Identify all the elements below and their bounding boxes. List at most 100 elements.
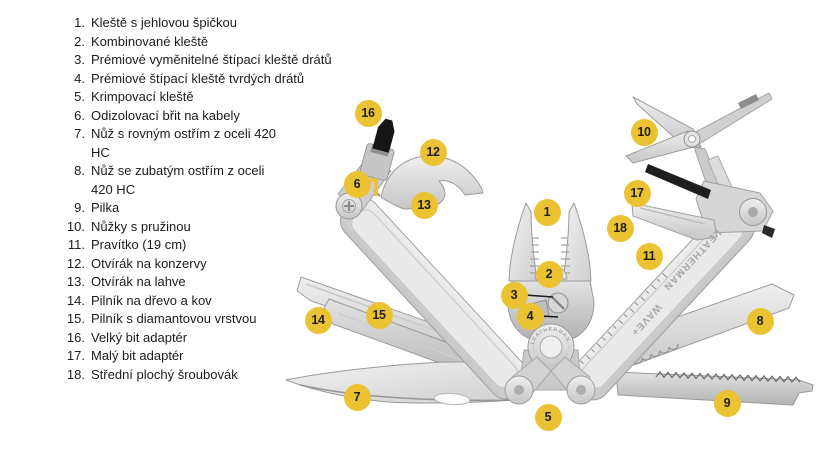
legend-item-12: 12. Otvírák na konzervy: [58, 255, 343, 274]
legend-item-14: 14. Pilník na dřevo a kov: [58, 292, 343, 311]
legend-number: 6.: [74, 107, 85, 123]
knurl-ring: [533, 329, 569, 365]
legend-label: Kleště s jehlovou špičkou: [91, 15, 237, 30]
badge-13: 13: [410, 191, 438, 219]
jaw-serrations: [530, 237, 570, 274]
legend-label: Pravítko (19 cm): [91, 237, 187, 252]
large-bit-adapter: [359, 118, 395, 181]
leader-line-4: [540, 315, 559, 318]
legend-item-9: 9. Pilka: [58, 199, 343, 218]
legend-number: 16.: [66, 329, 85, 345]
legend-label: Nůž s rovným ostřím z oceli 420: [91, 126, 276, 141]
legend-number: 14.: [66, 292, 85, 308]
legend-label: Krimpovací kleště: [91, 89, 194, 104]
small-bit-adapter: [645, 164, 711, 199]
legend-label: Malý bit adaptér: [91, 348, 184, 363]
knife-nail-slot: [433, 392, 471, 406]
badge-12: 12: [419, 138, 447, 166]
legend-item-4: 4. Prémiové štípací kleště tvrdých drátů: [58, 70, 343, 89]
legend-number: 7.: [74, 126, 85, 141]
legend-number: 9.: [74, 200, 85, 215]
badge-17: 17: [623, 179, 651, 207]
legend-item-3: 3. Prémiové vyměnitelné štípací kleště dr…: [58, 51, 343, 70]
badge-1: 1: [533, 198, 561, 226]
saw: [615, 371, 814, 406]
badge-4: 4: [516, 302, 544, 330]
plier-jaw-right: [562, 202, 592, 282]
legend-number: 3.: [74, 52, 85, 67]
legend-item-16: 16. Velký bit adaptér: [58, 329, 343, 348]
legend-label: Pilka: [91, 200, 120, 215]
legend-label: Pilník na dřevo a kov: [91, 292, 212, 308]
badge-8: 8: [746, 307, 774, 335]
legend-label: Otvírák na lahve: [91, 274, 186, 289]
legend-label: Pilník s diamantovou vrstvou: [91, 311, 257, 326]
scissors-pivot-hub: [688, 135, 696, 143]
legend-label: Střední plochý šroubovák: [91, 366, 238, 382]
phillips-screw: [344, 201, 354, 211]
legend-item-17: 17. Malý bit adaptér: [58, 347, 343, 366]
legend-item-13: 13. Otvírák na lahve: [58, 273, 343, 292]
right-pivot-screw: [576, 385, 586, 395]
legend-item-1: 1. Kleště s jehlovou špičkou: [58, 14, 343, 33]
leader-line-6: [368, 178, 378, 196]
badge-10: 10: [630, 118, 658, 146]
legend-label: Odizolovací břit na kabely: [91, 107, 240, 123]
legend-item-18: 18. Střední plochý šroubovák: [58, 366, 343, 385]
legend-number: 4.: [74, 70, 85, 86]
phillips-bit: [372, 118, 395, 153]
legend-label: Otvírák na konzervy: [91, 255, 207, 271]
leader-line-3: [524, 294, 554, 298]
legend-number: 11.: [67, 237, 85, 252]
legend-label: Prémiové štípací kleště tvrdých drátů: [91, 70, 305, 86]
legend-number: 10.: [66, 218, 85, 234]
tool-art: LEATHERMAN: [285, 92, 814, 406]
flat-screwdriver: [631, 202, 718, 241]
legend-number: 13.: [66, 274, 85, 289]
torx-screw: [748, 207, 758, 217]
boss-hub: [539, 335, 563, 359]
legend-number: 18.: [66, 366, 85, 382]
lanyard-hook: [762, 225, 775, 238]
legend-item-15: 15. Pilník s diamantovou vrstvou: [58, 310, 343, 329]
legend-number: 1.: [74, 15, 85, 30]
legend-item-10: 10. Nůžky s pružinou: [58, 218, 343, 237]
legend-label: Kombinované kleště: [91, 33, 209, 49]
scissors-lower-blade: [625, 130, 698, 164]
legend-number: 8.: [74, 163, 85, 178]
badge-9: 9: [713, 389, 741, 417]
scissors-spring-arm: [691, 92, 773, 147]
badge-2: 2: [535, 260, 563, 288]
left-pivot-screw: [514, 385, 524, 395]
knife-edge: [299, 384, 521, 402]
legend-number: 12.: [66, 255, 85, 271]
legend-number: 5.: [74, 89, 85, 104]
legend-number: 15.: [66, 311, 85, 326]
legend-label: Prémiové vyměnitelné štípací kleště drát…: [91, 52, 332, 67]
badge-11: 11: [635, 242, 663, 270]
plier-jaw-left: [508, 202, 538, 282]
badge-5: 5: [534, 403, 562, 431]
legend-item-6: 6. Odizolovací břit na kabely: [58, 107, 343, 126]
legend-label: Nůž se zubatým ostřím z oceli: [91, 163, 265, 178]
screwdriver-face-line: [639, 207, 706, 225]
saw-teeth: [655, 371, 801, 383]
badge-14: 14: [304, 306, 332, 334]
legend-item-2: 2. Kombinované kleště: [58, 33, 343, 52]
badge-7: 7: [343, 383, 371, 411]
badge-16: 16: [354, 99, 382, 127]
cutter-screw-slot: [551, 296, 565, 310]
legend-number: 17.: [66, 348, 85, 363]
legend-number: 2.: [74, 33, 85, 49]
legend-item-11: 11. Pravítko (19 cm): [58, 236, 343, 255]
legend-item-5: 5. Krimpovací kleště: [58, 88, 343, 107]
badge-6: 6: [343, 170, 371, 198]
legend-label: Velký bit adaptér: [91, 329, 188, 345]
legend-label: Nůžky s pružinou: [91, 218, 191, 234]
screw-ring: [342, 199, 356, 213]
parts-legend: 1. Kleště s jehlovou špičkou 2. Kombinovan…: [58, 14, 343, 384]
